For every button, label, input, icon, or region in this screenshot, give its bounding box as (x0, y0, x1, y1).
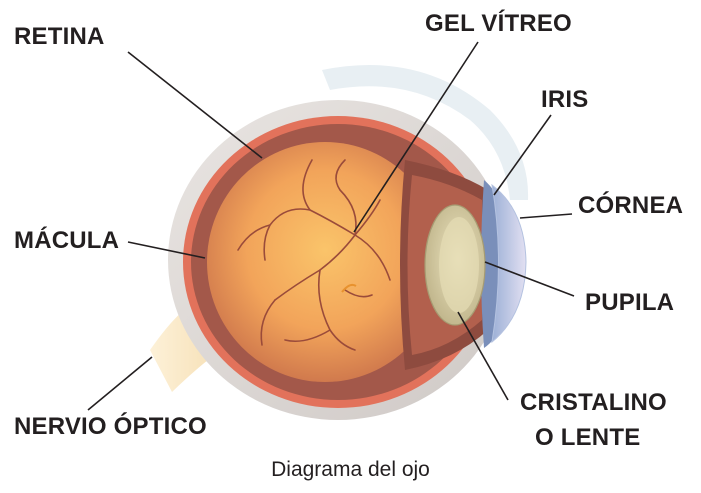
label-cornea: CÓRNEA (578, 192, 683, 219)
label-cristalino-line1: CRISTALINO (520, 389, 667, 416)
leader-cornea (520, 214, 572, 218)
label-nervio-optico: NERVIO ÓPTICO (14, 413, 207, 440)
label-retina: RETINA (14, 23, 105, 50)
label-macula: MÁCULA (14, 227, 119, 254)
label-cristalino-line2: O LENTE (535, 424, 640, 451)
label-pupila: PUPILA (585, 289, 674, 316)
lens-inner (439, 217, 479, 313)
leader-retina (128, 52, 262, 158)
label-iris: IRIS (541, 86, 588, 113)
label-gel-vitreo: GEL VÍTREO (425, 10, 572, 37)
diagram-caption: Diagrama del ojo (0, 458, 701, 482)
leader-nervio-optico (88, 357, 152, 410)
